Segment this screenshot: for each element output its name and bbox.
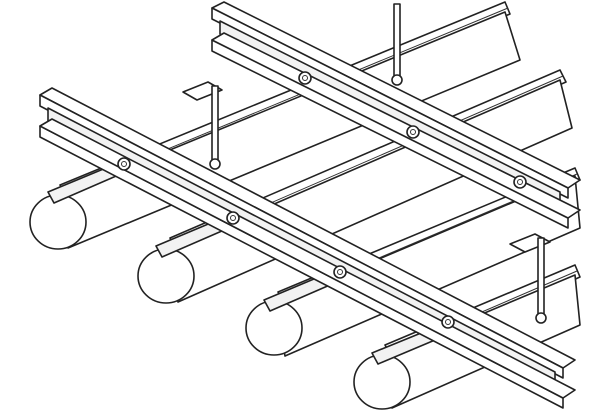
- i-beam-front: [39, 87, 576, 409]
- tube-3: [245, 175, 581, 357]
- hanger-rod-1: [182, 81, 223, 170]
- clamp-3: [333, 265, 347, 279]
- clamp-2: [226, 211, 240, 225]
- clamp-7: [513, 175, 527, 189]
- hanger-rod-2: [391, 3, 403, 86]
- hanger-rods: [182, 3, 551, 324]
- clamp-4: [441, 315, 455, 329]
- i-beam-back: [211, 1, 581, 229]
- hanger-rod-3: [509, 233, 551, 324]
- beam-clamps: [117, 71, 527, 329]
- clamp-1: [117, 157, 131, 171]
- clamp-5: [298, 71, 312, 85]
- clamp-6: [406, 125, 420, 139]
